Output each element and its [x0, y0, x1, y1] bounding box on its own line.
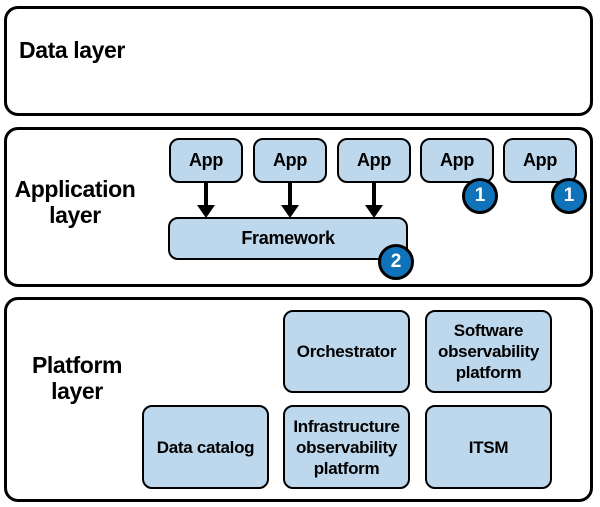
app-node-5-label: App [522, 150, 558, 170]
app-node-1-label: App [188, 150, 224, 170]
app-node-3-label: App [356, 150, 392, 170]
framework-node: Framework [168, 217, 408, 260]
software-observability-platform-node: Software observability platform [425, 310, 552, 393]
arrow-head [281, 205, 299, 218]
arrow-shaft [288, 183, 292, 206]
arrow-head [197, 205, 215, 218]
data-layer-label: Data layer [19, 37, 125, 63]
arrow-shaft [372, 183, 376, 206]
orchestrator-node-label: Orchestrator [296, 342, 397, 361]
app-node-3: App [337, 138, 411, 183]
app-node-4: App [420, 138, 494, 183]
data-catalog-node: Data catalog [142, 405, 269, 489]
application-layer-label: Application layer [14, 176, 136, 228]
platform-layer-label: Platform layer [31, 352, 123, 404]
app-node-1: App [169, 138, 243, 183]
platform-layer-box: Platform layer Orchestrator Software obs… [4, 297, 593, 502]
data-catalog-node-label: Data catalog [156, 437, 255, 457]
badge-2-framework: 2 [378, 244, 414, 280]
app-node-2-label: App [272, 150, 308, 170]
itsm-node-label: ITSM [468, 437, 509, 457]
arrow-app2-to-framework-icon [281, 183, 299, 218]
infrastructure-observability-platform-node: Infrastructure observability platform [283, 405, 410, 489]
arrow-app1-to-framework-icon [197, 183, 215, 218]
app-node-2: App [253, 138, 327, 183]
software-observability-platform-label: Software observability platform [438, 321, 539, 382]
data-layer-box: Data layer [4, 6, 593, 116]
badge-1-app4: 1 [462, 178, 498, 214]
orchestrator-node: Orchestrator [283, 310, 410, 393]
badge-1-app5: 1 [551, 178, 587, 214]
app-node-5: App [503, 138, 577, 183]
itsm-node: ITSM [425, 405, 552, 489]
framework-node-label: Framework [241, 228, 335, 248]
app-node-4-label: App [439, 150, 475, 170]
arrow-head [365, 205, 383, 218]
application-layer-box: Application layer App App App App App [4, 127, 593, 287]
infrastructure-observability-platform-label: Infrastructure observability platform [293, 416, 400, 478]
arrow-shaft [204, 183, 208, 206]
arrow-app3-to-framework-icon [365, 183, 383, 218]
